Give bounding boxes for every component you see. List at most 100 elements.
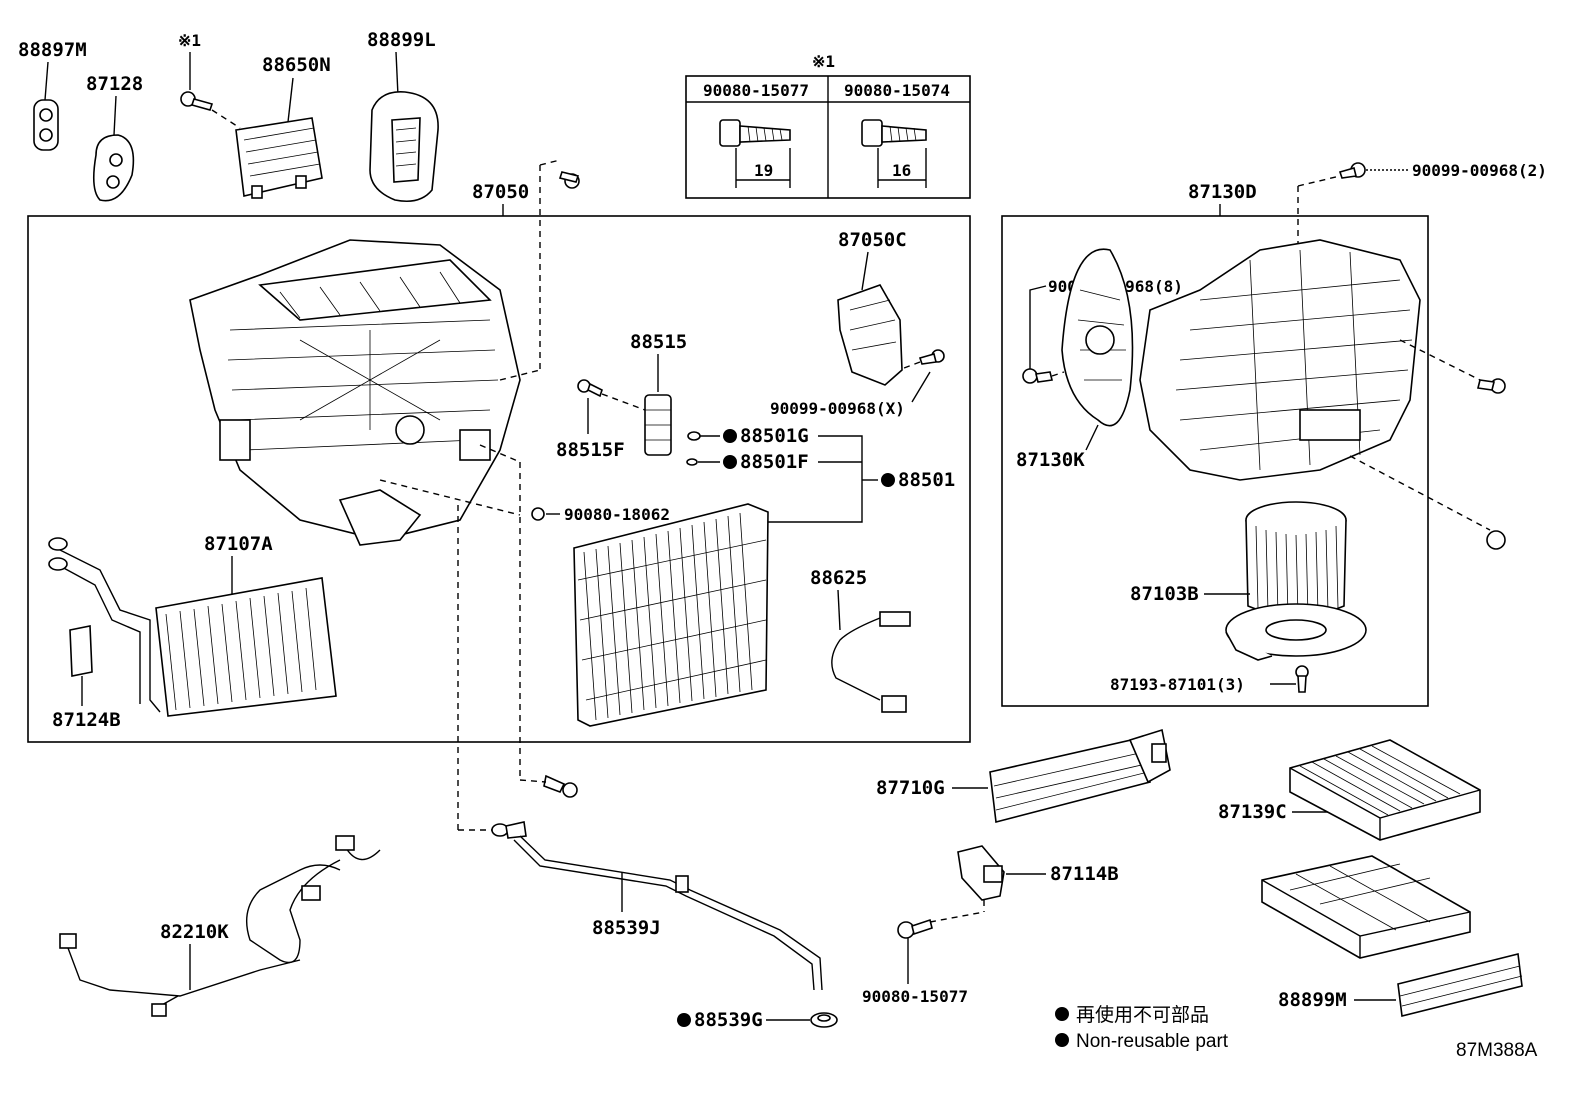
label-88650N: 88650N [262, 54, 331, 76]
label-87107A: 87107A [204, 533, 273, 555]
module-88650N [235, 117, 323, 197]
non-reusable-dot-icon [723, 429, 737, 443]
evaporator [573, 503, 769, 727]
part-87130K-group[interactable]: 87130K [1016, 248, 1134, 471]
screw-top-87050[interactable] [539, 159, 580, 370]
heater-87710G [989, 737, 1151, 824]
sensor-connector [879, 611, 911, 627]
sensor-tip [881, 695, 907, 713]
legend-dot-icon-2 [1055, 1033, 1069, 1047]
screw-right-side[interactable] [1349, 339, 1506, 550]
label-82210K: 82210K [160, 921, 229, 943]
label-87050: 87050 [472, 181, 529, 203]
heater-core-87107A [155, 577, 337, 717]
part-87128-group[interactable]: 87128 [86, 73, 143, 202]
part-88539J-group[interactable]: 88539J [491, 821, 823, 991]
pipe-end-icon [48, 537, 68, 551]
part-87107A-group[interactable]: 87107A [48, 533, 337, 717]
bolt-table-note-mark: ※1 [812, 52, 835, 71]
part-87114B-group[interactable]: 87114B [929, 845, 1119, 923]
blower-housing [1139, 239, 1421, 481]
label-87128: 87128 [86, 73, 143, 95]
label-88899L: 88899L [367, 29, 436, 51]
label-88897M: 88897M [18, 39, 87, 61]
legend: 再使用不可部品 Non-reusable part [1055, 1004, 1229, 1052]
connector-icon [301, 885, 321, 901]
part-88897M-group[interactable]: 88897M [18, 39, 87, 151]
assembly-frame-87050 [27, 215, 971, 743]
label-87139C: 87139C [1218, 801, 1287, 823]
label-90080-15077: 90080-15077 [862, 987, 968, 1006]
o-ring-icon [686, 458, 698, 466]
screw-90099-00968-2[interactable]: 90099-00968(2) [1297, 161, 1547, 400]
legend-line-2: Non-reusable part [1076, 1031, 1229, 1052]
bolt-length-1: 19 [754, 161, 773, 180]
part-90080-18062-group[interactable]: 90080-18062 [531, 505, 670, 524]
part-88650N-group[interactable]: 88650N [235, 54, 331, 199]
part-88539G-group[interactable]: 88539G [677, 1009, 838, 1031]
label-88625: 88625 [810, 567, 867, 589]
label-90080-18062: 90080-18062 [564, 505, 670, 524]
non-reusable-dot-icon [881, 473, 895, 487]
part-88899M-group[interactable]: 88899M [1278, 953, 1523, 1017]
grommet-88897M [33, 99, 59, 151]
screw-icon [897, 921, 915, 939]
screw-lower-87050[interactable] [519, 774, 578, 798]
label-87114B: 87114B [1050, 863, 1119, 885]
connector-icon [59, 933, 77, 949]
part-87139C-group[interactable]: 87139C [1218, 739, 1481, 841]
bolt-table-part-2: 90080-15074 [844, 81, 950, 100]
part-87050C-group[interactable]: 87050C [837, 229, 907, 386]
part-88501F-group[interactable]: 88501F [686, 451, 809, 473]
assembly-frame-87130D [1001, 215, 1429, 707]
screw-90080-15077[interactable]: 90080-15077 [862, 918, 968, 1006]
seal-88899M [1397, 953, 1523, 1017]
pipe-end-icon [48, 557, 68, 571]
label-87710G: 87710G [876, 777, 945, 799]
clip-87124B [69, 625, 93, 677]
label-88501: 88501 [898, 469, 955, 491]
figure-id: 87M388A [1456, 1040, 1538, 1061]
bolt-table-part-1: 90080-15077 [703, 81, 809, 100]
label-90099-00968-2: 90099-00968(2) [1412, 161, 1547, 180]
note-mark-screw: ※1 [178, 31, 201, 50]
legend-dot-icon-1 [1055, 1007, 1069, 1021]
o-ring-icon [687, 431, 701, 441]
screw-icon [1022, 368, 1038, 384]
part-87193-87101-group[interactable]: 87193-87101(3) [1110, 665, 1309, 694]
label-87124B: 87124B [52, 709, 121, 731]
connector-icon [151, 1003, 167, 1017]
part-88515F-group[interactable]: 88515F [556, 379, 646, 461]
bolt-icon-2 [861, 119, 883, 147]
part-88899L-group[interactable]: 88899L [367, 29, 439, 203]
screw-90099-00968-X[interactable]: 90099-00968(X) [770, 349, 945, 418]
part-82210K-group[interactable]: 82210K [59, 835, 381, 1017]
filter-87139C [1289, 739, 1481, 841]
actuator-87050C [837, 284, 903, 386]
part-88515-group[interactable]: 88515 [630, 331, 687, 456]
screw-icon [562, 782, 578, 798]
label-88539J: 88539J [592, 917, 661, 939]
part-87710G-group[interactable]: 87710G [876, 728, 1171, 824]
seal-87128 [92, 134, 135, 202]
label-87103B: 87103B [1130, 583, 1199, 605]
part-88625-group[interactable]: 88625 [810, 567, 911, 713]
screw-note1-group[interactable]: ※1 [178, 31, 241, 129]
part-87124B-group[interactable]: 87124B [52, 625, 121, 731]
label-88515: 88515 [630, 331, 687, 353]
label-87130D: 87130D [1188, 181, 1257, 203]
legend-line-1: 再使用不可部品 [1076, 1004, 1209, 1026]
bolt-table: ※1 90080-15077 90080-15074 19 16 [685, 52, 971, 199]
label-87130K: 87130K [1016, 449, 1085, 471]
label-88515F: 88515F [556, 439, 625, 461]
part-87103B-group[interactable]: 87103B [1130, 501, 1367, 661]
label-88539G: 88539G [694, 1009, 763, 1031]
filter-tray [1261, 855, 1471, 959]
part-88501-group[interactable]: 88501 [760, 435, 955, 523]
bolt-length-2: 16 [892, 161, 911, 180]
part-88501G-group[interactable]: 88501G [687, 425, 809, 447]
label-88501F: 88501F [740, 451, 809, 473]
label-88501G: 88501G [740, 425, 809, 447]
